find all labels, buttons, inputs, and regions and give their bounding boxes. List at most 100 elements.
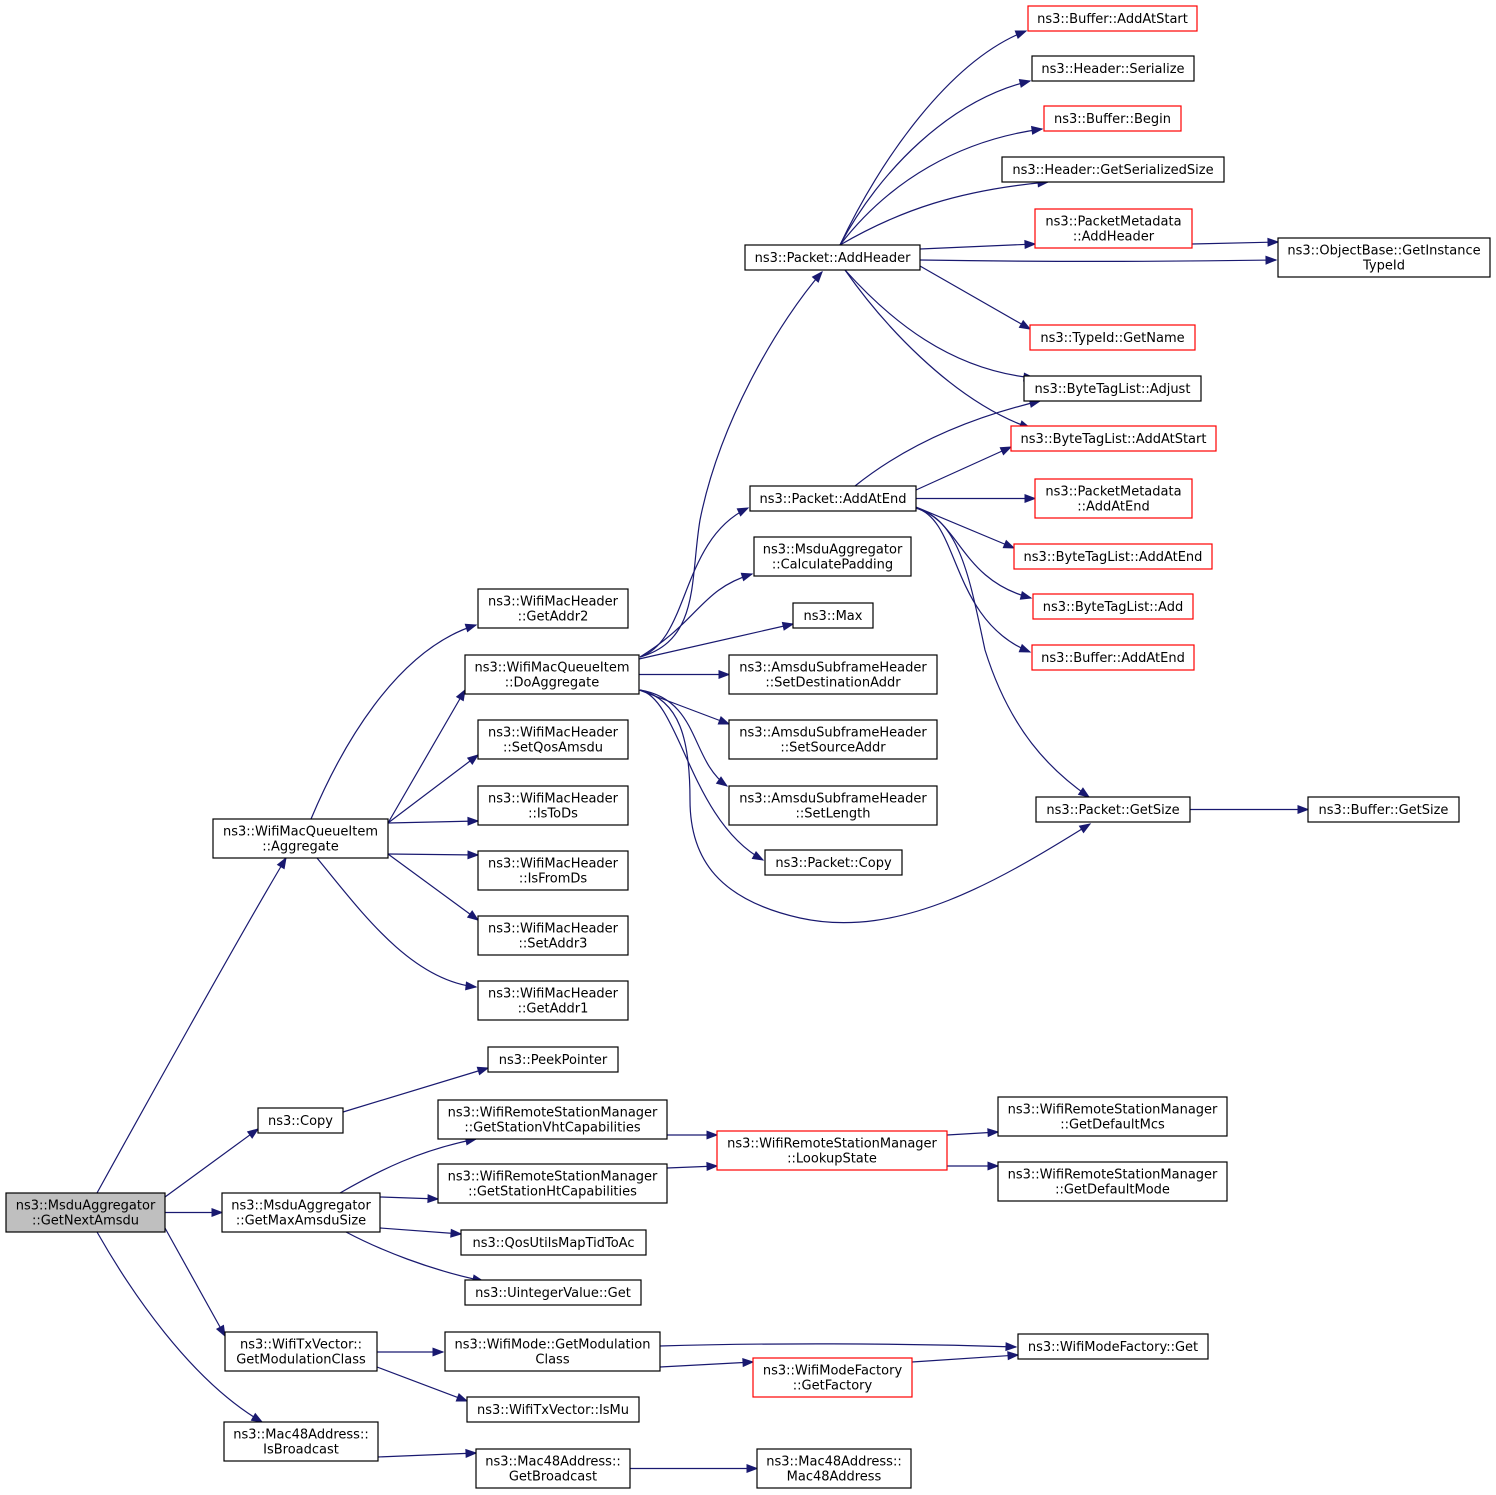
graph-node-wifimodegetmod[interactable]: ns3::WifiMode::GetModulationClass: [444, 1331, 661, 1372]
arrowhead: [781, 621, 795, 631]
edge-root-to-copy: [164, 1128, 260, 1198]
arrowhead: [751, 850, 765, 861]
graph-node-root[interactable]: ns3::MsduAggregator::GetNextAmsdu: [5, 1192, 166, 1233]
arrowhead: [276, 856, 287, 870]
arrowhead: [1018, 643, 1032, 653]
graph-node-calcpadding[interactable]: ns3::MsduAggregator::CalculatePadding: [753, 536, 912, 577]
graph-node-addatend[interactable]: ns3::Packet::AddAtEnd: [749, 485, 917, 512]
edge-line: [659, 1361, 754, 1368]
node-box: [1029, 324, 1196, 351]
node-label: ns3::WifiRemoteStationManager: [1008, 1103, 1218, 1118]
edge-line: [376, 1366, 468, 1402]
edge-packetgetsize-to-buffergetsize: [1190, 804, 1310, 815]
arrowhead: [1024, 239, 1037, 249]
graph-node-istods[interactable]: ns3::WifiMacHeader::IsToDs: [477, 785, 629, 826]
edge-line: [919, 265, 1031, 330]
arrowhead: [987, 1128, 1000, 1138]
node-box: [1034, 208, 1193, 249]
graph-node-packetcopy[interactable]: ns3::Packet::Copy: [764, 849, 903, 876]
graph-node-getaddr1[interactable]: ns3::WifiMacHeader::GetAddr1: [477, 980, 629, 1021]
graph-node-setlength[interactable]: ns3::AmsduSubframeHeader::SetLength: [728, 785, 938, 826]
node-label: ::Aggregate: [262, 840, 339, 855]
graph-node-pmaddheader[interactable]: ns3::PacketMetadata::AddHeader: [1034, 208, 1193, 249]
node-box: [1027, 5, 1198, 32]
graph-node-isbroadcast[interactable]: ns3::Mac48Address::IsBroadcast: [223, 1421, 379, 1462]
edge-line: [342, 1067, 489, 1113]
node-label: ::SetLength: [796, 807, 871, 822]
node-label: ::IsFromDs: [519, 872, 588, 887]
node-label: ns3::ObjectBase::GetInstance: [1287, 244, 1480, 259]
node-box: [1277, 237, 1491, 278]
graph-node-getmaxamsdu[interactable]: ns3::MsduAggregator::GetMaxAmsduSize: [221, 1192, 381, 1233]
graph-node-hdrgetsersize[interactable]: ns3::Header::GetSerializedSize: [1001, 156, 1225, 183]
graph-node-btladd[interactable]: ns3::ByteTagList::Add: [1032, 593, 1194, 620]
edge-doaggregate-to-addheader: [639, 270, 823, 658]
graph-node-qosutils[interactable]: ns3::QosUtilsMapTidToAc: [460, 1229, 647, 1256]
graph-node-packetgetsize[interactable]: ns3::Packet::GetSize: [1035, 796, 1191, 823]
arrowhead: [432, 1347, 445, 1357]
graph-node-uintegerget[interactable]: ns3::UintegerValue::Get: [464, 1279, 642, 1306]
graph-node-wmfget[interactable]: ns3::WifiModeFactory::Get: [1017, 1333, 1209, 1360]
node-label: ::AddHeader: [1073, 230, 1155, 245]
graph-node-lookupstate[interactable]: ns3::WifiRemoteStationManager::LookupSta…: [716, 1130, 948, 1171]
graph-node-buffergetsize[interactable]: ns3::Buffer::GetSize: [1307, 796, 1460, 823]
node-label: ns3::Buffer::Begin: [1054, 112, 1171, 127]
graph-node-setaddr3[interactable]: ns3::WifiMacHeader::SetAddr3: [477, 915, 629, 956]
node-label: ns3::WifiRemoteStationManager: [727, 1137, 937, 1152]
graph-node-getdefaultmcs[interactable]: ns3::WifiRemoteStationManager::GetDefaul…: [997, 1096, 1228, 1137]
arrowhead: [467, 850, 480, 860]
graph-node-peekpointer[interactable]: ns3::PeekPointer: [487, 1046, 619, 1073]
node-label: ns3::Mac48Address::: [233, 1428, 368, 1443]
graph-node-getmodclass[interactable]: ns3::WifiTxVector::GetModulationClass: [224, 1331, 378, 1372]
node-box: [464, 654, 640, 695]
graph-node-setdestaddr[interactable]: ns3::AmsduSubframeHeader::SetDestination…: [728, 654, 938, 695]
edge-line: [919, 259, 1277, 263]
graph-node-bufaddatend[interactable]: ns3::Buffer::AddAtEnd: [1031, 644, 1195, 671]
edge-line: [339, 1138, 477, 1194]
node-label: ns3::UintegerValue::Get: [475, 1286, 631, 1301]
graph-node-getvhtcap[interactable]: ns3::WifiRemoteStationManager::GetStatio…: [437, 1099, 668, 1140]
graph-node-getdefaultmode[interactable]: ns3::WifiRemoteStationManager::GetDefaul…: [997, 1161, 1228, 1202]
graph-node-copy[interactable]: ns3::Copy: [257, 1107, 344, 1134]
arrowhead: [464, 623, 478, 633]
edge-line: [639, 573, 753, 658]
graph-node-btladjust[interactable]: ns3::ByteTagList::Adjust: [1023, 375, 1202, 402]
node-box: [1031, 644, 1195, 671]
graph-node-pmaddatend[interactable]: ns3::PacketMetadata::AddAtEnd: [1034, 478, 1193, 519]
graph-node-getfactory[interactable]: ns3::WifiModeFactory::GetFactory: [752, 1357, 913, 1398]
edge-aggregate-to-setqosamsdu: [387, 754, 480, 824]
graph-node-ismu[interactable]: ns3::WifiTxVector::IsMu: [466, 1396, 640, 1423]
arrowhead: [476, 1066, 490, 1076]
graph-node-getbroadcast[interactable]: ns3::Mac48Address::GetBroadcast: [475, 1448, 631, 1489]
graph-node-isfromds[interactable]: ns3::WifiMacHeader::IsFromDs: [477, 850, 629, 891]
edge-line: [96, 1231, 263, 1423]
arrowhead: [246, 1128, 260, 1139]
graph-node-getaddr2[interactable]: ns3::WifiMacHeader::GetAddr2: [477, 588, 629, 629]
graph-node-bufaddatstart[interactable]: ns3::Buffer::AddAtStart: [1027, 5, 1198, 32]
node-label: ns3::WifiMode::GetModulation: [455, 1338, 651, 1353]
node-label: ns3::Packet::GetSize: [1046, 803, 1179, 818]
edge-doaggregate-to-setlength: [639, 689, 729, 787]
node-label: ::AddAtEnd: [1077, 500, 1149, 515]
graph-node-max[interactable]: ns3::Max: [792, 602, 874, 629]
edge-line: [911, 1354, 1019, 1363]
graph-node-gethtcap[interactable]: ns3::WifiRemoteStationManager::GetStatio…: [437, 1163, 668, 1204]
node-label: ::GetAddr2: [518, 610, 589, 625]
graph-node-setqosamsdu[interactable]: ns3::WifiMacHeader::SetQosAmsdu: [477, 719, 629, 760]
graph-node-addheader[interactable]: ns3::Packet::AddHeader: [744, 244, 921, 271]
graph-node-hdrserialize[interactable]: ns3::Header::Serialize: [1031, 55, 1195, 82]
nodes-layer: ns3::MsduAggregator::GetNextAmsduns3::Wi…: [5, 5, 1491, 1489]
graph-node-doaggregate[interactable]: ns3::WifiMacQueueItem::DoAggregate: [464, 654, 640, 695]
node-label: ns3::MsduAggregator: [231, 1199, 371, 1214]
graph-node-mac48addr[interactable]: ns3::Mac48Address::Mac48Address: [756, 1448, 912, 1489]
graph-node-btladdatend[interactable]: ns3::ByteTagList::AddAtEnd: [1013, 543, 1213, 570]
graph-node-setsrcaddr[interactable]: ns3::AmsduSubframeHeader::SetSourceAddr: [728, 719, 938, 760]
graph-node-typeidgetname[interactable]: ns3::TypeId::GetName: [1029, 324, 1196, 351]
graph-node-bufbegin[interactable]: ns3::Buffer::Begin: [1043, 105, 1182, 132]
graph-node-btladdatstart[interactable]: ns3::ByteTagList::AddAtStart: [1010, 425, 1217, 452]
graph-node-aggregate[interactable]: ns3::WifiMacQueueItem::Aggregate: [212, 818, 389, 859]
node-label: ns3::WifiMacHeader: [488, 726, 619, 741]
arrowhead: [1018, 319, 1032, 330]
edge-addheader-to-btladdatstart: [844, 269, 1032, 429]
